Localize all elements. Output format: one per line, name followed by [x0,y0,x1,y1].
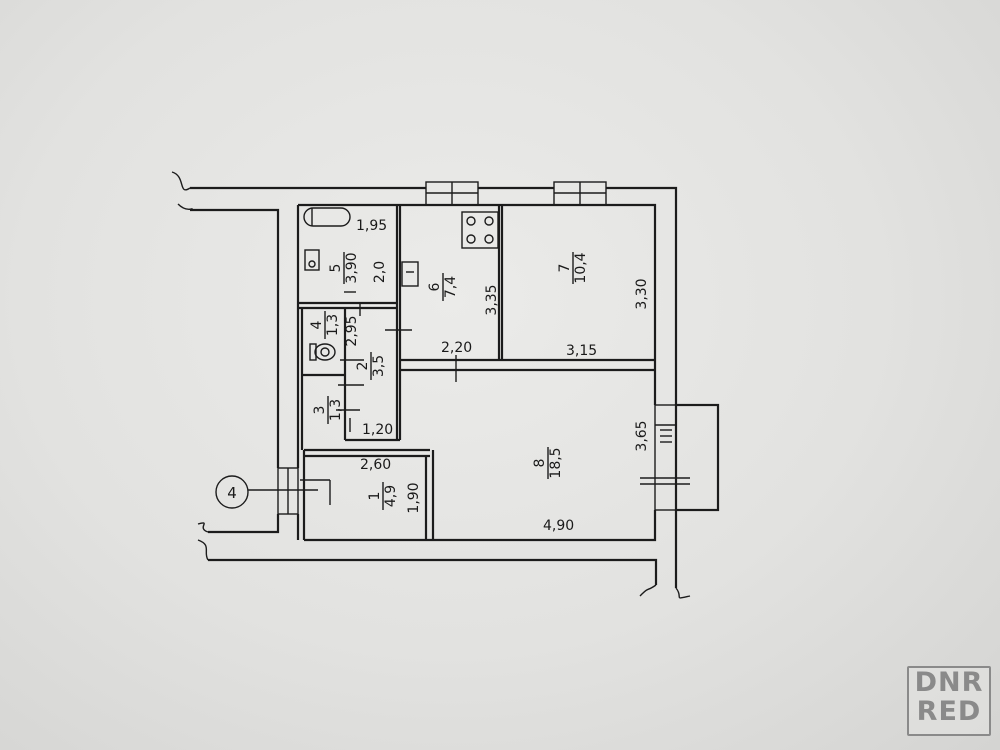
door-marks [300,291,457,505]
dim-2-60: 2,60 [360,457,391,473]
svg-text:2: 2 [355,362,371,371]
dim-4-90: 4,90 [543,518,574,534]
room-4-label: 4 1,3 [309,311,341,339]
dim-1-90: 1,90 [406,482,422,513]
axis-marker: 4 [215,475,318,509]
svg-text:18,5: 18,5 [548,447,564,478]
bathtub-icon [303,207,351,227]
dim-2-0: 2,0 [372,261,388,283]
window-kitchen [425,181,479,206]
entrance-door [277,467,299,515]
room-5-label: 5 3,90 [328,252,360,284]
svg-text:8: 8 [532,459,548,468]
window-room-7 [553,181,607,206]
svg-text:1: 1 [367,492,383,501]
sink-icon [401,261,419,287]
svg-text:3: 3 [312,406,328,415]
dim-3-65: 3,65 [634,420,650,451]
stove-icon [461,211,499,249]
dim-3-35: 3,35 [484,284,500,315]
room-6-label: 6 7,4 [427,273,459,301]
watermark-line-2: RED [916,696,982,727]
svg-text:6: 6 [427,282,443,291]
svg-text:1,3: 1,3 [328,399,344,421]
svg-text:4,9: 4,9 [383,485,399,507]
svg-text:3,90: 3,90 [344,252,360,283]
svg-text:5: 5 [328,264,344,273]
room-1-label: 1 4,9 [367,482,399,510]
room-3-label: 3 1,3 [312,396,344,424]
outer-walls [171,171,691,599]
room-2-label: 2 3,5 [355,352,387,380]
dim-3-30: 3,30 [634,278,650,309]
watermark-line-1: DNR [914,667,984,698]
toilet-icon [309,343,336,361]
svg-text:7: 7 [557,264,573,273]
room-8-label: 8 18,5 [532,447,564,479]
room-labels: 1 4,9 2 3,5 3 1,3 4 1,3 5 3,90 6 7,4 [309,252,589,510]
dim-1-20: 1,20 [362,422,393,438]
dim-3-15: 3,15 [566,343,597,359]
dim-1-95: 1,95 [356,218,387,234]
svg-text:3,5: 3,5 [371,355,387,377]
svg-text:4: 4 [309,320,325,329]
interior-walls [298,205,655,540]
svg-text:7,4: 7,4 [443,276,459,298]
svg-text:1,3: 1,3 [325,314,341,336]
room-7-label: 7 10,4 [557,252,589,284]
svg-text:10,4: 10,4 [573,252,589,283]
balcony [640,403,720,512]
dim-2-20: 2,20 [441,340,472,356]
dim-2-95: 2,95 [344,315,360,346]
washbasin-icon [304,249,320,271]
dimension-labels: 1,95 1,20 2,60 2,20 3,15 4,90 2,0 2,95 1… [344,218,650,534]
watermark-logo: DNR RED [907,666,991,736]
axis-marker-label: 4 [227,484,237,502]
